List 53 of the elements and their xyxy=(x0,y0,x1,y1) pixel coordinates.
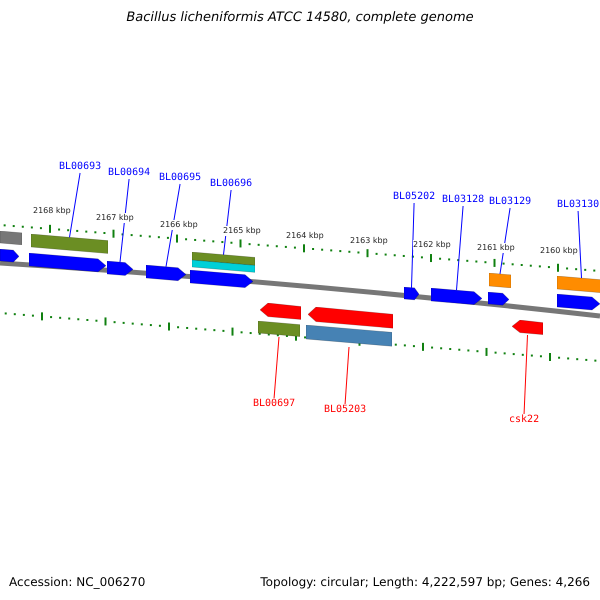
scale-label: 2167 kbp xyxy=(96,213,134,223)
leader-line xyxy=(166,184,181,268)
scale-label: 2160 kbp xyxy=(540,246,578,256)
gene-label: BL00693 xyxy=(59,161,102,173)
gene-label: BL00696 xyxy=(210,178,252,190)
gene-feature xyxy=(146,265,186,282)
scale-label: 2165 kbp xyxy=(223,226,261,236)
gene-feature xyxy=(190,270,253,289)
scale-label: 2168 kbp xyxy=(33,206,71,216)
title: Bacillus licheniformis ATCC 14580, complete genome xyxy=(125,10,475,25)
gene-label: BL00695 xyxy=(159,172,202,184)
feature-bar xyxy=(489,273,511,288)
leader-line xyxy=(120,178,130,263)
gene-feature xyxy=(512,320,543,335)
leader-line xyxy=(500,208,511,274)
scale-label: 2164 kbp xyxy=(286,231,324,241)
scale-label: 2163 kbp xyxy=(350,236,388,246)
leader-line xyxy=(274,336,280,398)
feature-bar xyxy=(192,252,255,266)
leader-line xyxy=(69,172,81,238)
gene-feature xyxy=(107,261,133,277)
gene-feature xyxy=(404,287,419,301)
scale-label: 2161 kbp xyxy=(477,243,515,253)
feature-bar xyxy=(0,231,22,245)
gene-feature xyxy=(308,307,393,329)
gene-label: BL03130 xyxy=(557,199,600,211)
gene-feature xyxy=(488,292,509,306)
scale-label: 2166 kbp xyxy=(160,220,198,230)
leader-line xyxy=(456,206,464,291)
gene-label: BL00694 xyxy=(108,167,150,179)
leader-line xyxy=(344,346,350,404)
feature-bar xyxy=(306,325,392,347)
gene-label: BL03129 xyxy=(489,196,532,208)
leader-line xyxy=(411,202,415,288)
gene-label: BL00697 xyxy=(253,398,296,410)
footer-text: Topology: circular; Length: 4,222,597 bp; Genes: 4,266 xyxy=(260,575,590,589)
gene-feature xyxy=(431,288,482,306)
scale-label: 2162 kbp xyxy=(413,240,451,250)
gene-label: BL03128 xyxy=(442,194,484,206)
gene-label: BL05203 xyxy=(324,404,366,416)
feature-bar xyxy=(258,321,300,337)
feature-bar xyxy=(192,260,255,273)
feature-bar xyxy=(557,276,600,294)
gene-feature xyxy=(0,249,19,263)
gene-feature xyxy=(557,294,600,311)
leader-line xyxy=(578,210,582,279)
feature-bar xyxy=(31,234,108,254)
gene-feature xyxy=(260,303,301,320)
gene-label: BL05202 xyxy=(393,191,436,203)
leader-line xyxy=(223,190,232,256)
footer-text: Accession: NC_006270 xyxy=(9,575,146,589)
gene-label: csk22 xyxy=(509,414,540,426)
leader-line xyxy=(524,334,528,414)
